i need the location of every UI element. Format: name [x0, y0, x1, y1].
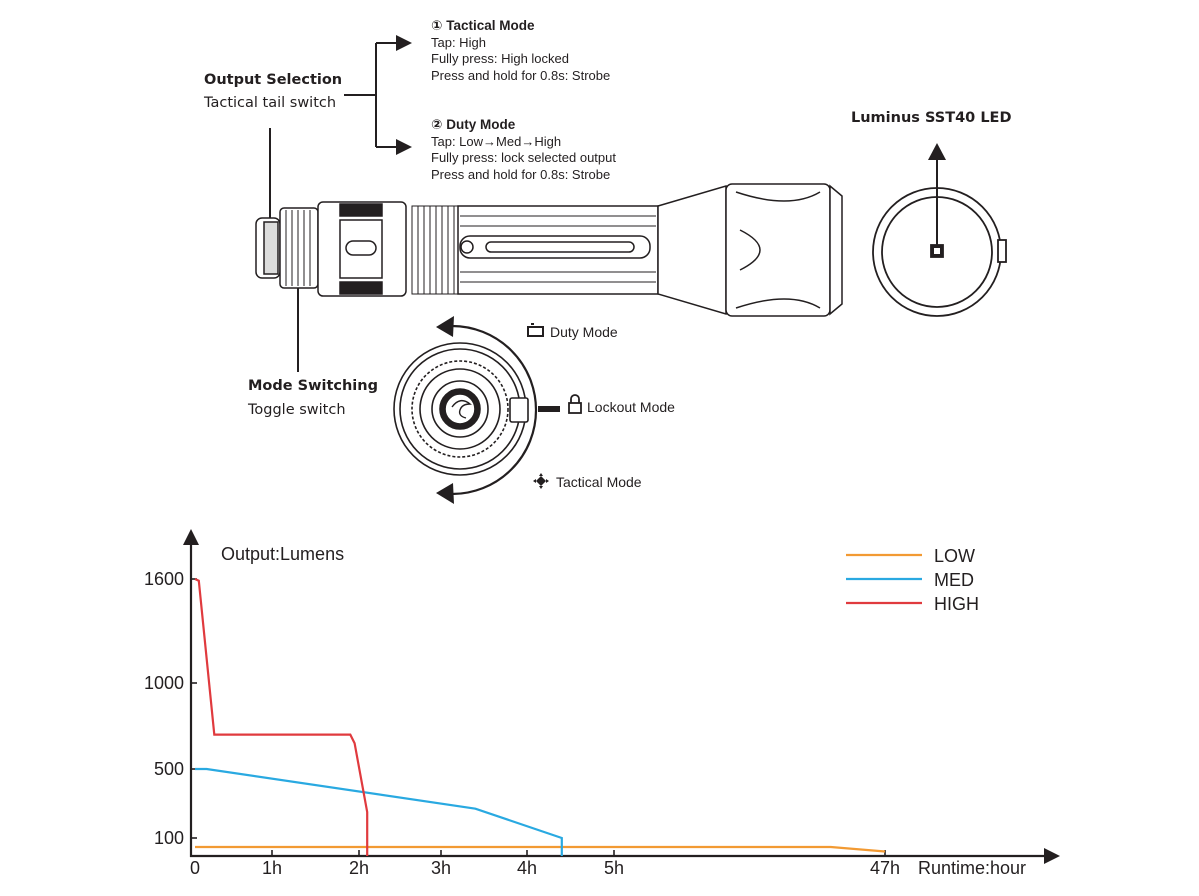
toggle-tactical-label: Tactical Mode [556, 474, 642, 490]
chart-legend: LOW MED HIGH [846, 546, 979, 614]
duty-line-2: Fully press: lock selected output [431, 150, 616, 165]
x-tick-label: 3h [431, 858, 451, 878]
legend-label-med: MED [934, 570, 974, 590]
toggle-duty-label: Duty Mode [550, 324, 618, 340]
toggle-rotation-arc [451, 324, 538, 496]
head-taper [657, 184, 727, 316]
legend-label-high: HIGH [934, 594, 979, 614]
toggle-lever [509, 397, 529, 423]
led-arrow-icon [928, 143, 946, 160]
series-line-high [194, 577, 369, 856]
x-axis-arrow-icon [1044, 848, 1060, 864]
x-tick-label: 0 [190, 858, 200, 878]
duty-line-3: Press and hold for 0.8s: Strobe [431, 166, 611, 182]
battery-outline-icon [527, 323, 544, 337]
tactical-title: Tactical Mode [446, 18, 535, 33]
y-tick-label: 1600 [144, 569, 184, 589]
tactical-number: ① [431, 18, 443, 33]
legend-label-low: LOW [934, 546, 975, 566]
head-front-view [872, 187, 1007, 317]
arrow-to-duty-icon [396, 139, 412, 155]
output-selection-sub: Tactical tail switch [204, 95, 337, 111]
toggle-lockout-label: Lockout Mode [587, 399, 675, 415]
threads [411, 205, 459, 295]
mode-switching-title: Mode Switching [248, 378, 378, 394]
tactical-mode-info: ① Tactical Mode Tap: High Fully press: H… [431, 18, 610, 84]
output-selection-bracket [344, 42, 398, 148]
x-tick-label: 47h [870, 858, 900, 878]
lockout-marker [538, 406, 560, 412]
duty-number: ② [431, 117, 443, 132]
arc-arrow-top-icon [436, 316, 454, 337]
tactical-line-3: Press and hold for 0.8s: Strobe [431, 67, 611, 83]
series-line-med [195, 767, 563, 856]
led-label: Luminus SST40 LED [851, 110, 1012, 126]
duty-title: Duty Mode [446, 117, 516, 132]
duty-line-1: Tap: Low→Med→High [431, 133, 562, 149]
mode-switching-sub: Toggle switch [248, 402, 346, 418]
crosshair-diamond-icon [533, 473, 549, 489]
series-line-low [195, 845, 886, 853]
x-tick-label: 1h [262, 858, 282, 878]
padlock-icon [568, 394, 582, 414]
tail-end-view [393, 342, 529, 476]
x-tick-label: 4h [517, 858, 537, 878]
tactical-line-1: Tap: High [431, 34, 486, 50]
y-tick-label: 500 [154, 759, 184, 779]
y-axis-arrow-icon [183, 529, 199, 545]
y-tick-label: 100 [154, 828, 184, 848]
duty-mode-info: ② Duty Mode Tap: Low→Med→High Fully pres… [431, 117, 616, 183]
arrow-to-tactical-icon [396, 35, 412, 51]
y-axis-label: Output:Lumens [221, 544, 344, 564]
tactical-line-2: Fully press: High locked [431, 51, 569, 66]
x-axis-label: Runtime:hour [918, 858, 1026, 878]
x-tick-label: 2h [349, 858, 369, 878]
arc-arrow-bottom-icon [436, 483, 454, 504]
y-tick-label: 1000 [144, 673, 184, 693]
flashlight-side-view [255, 183, 843, 317]
x-tick-label: 5h [604, 858, 624, 878]
output-selection-title: Output Selection [204, 72, 343, 88]
